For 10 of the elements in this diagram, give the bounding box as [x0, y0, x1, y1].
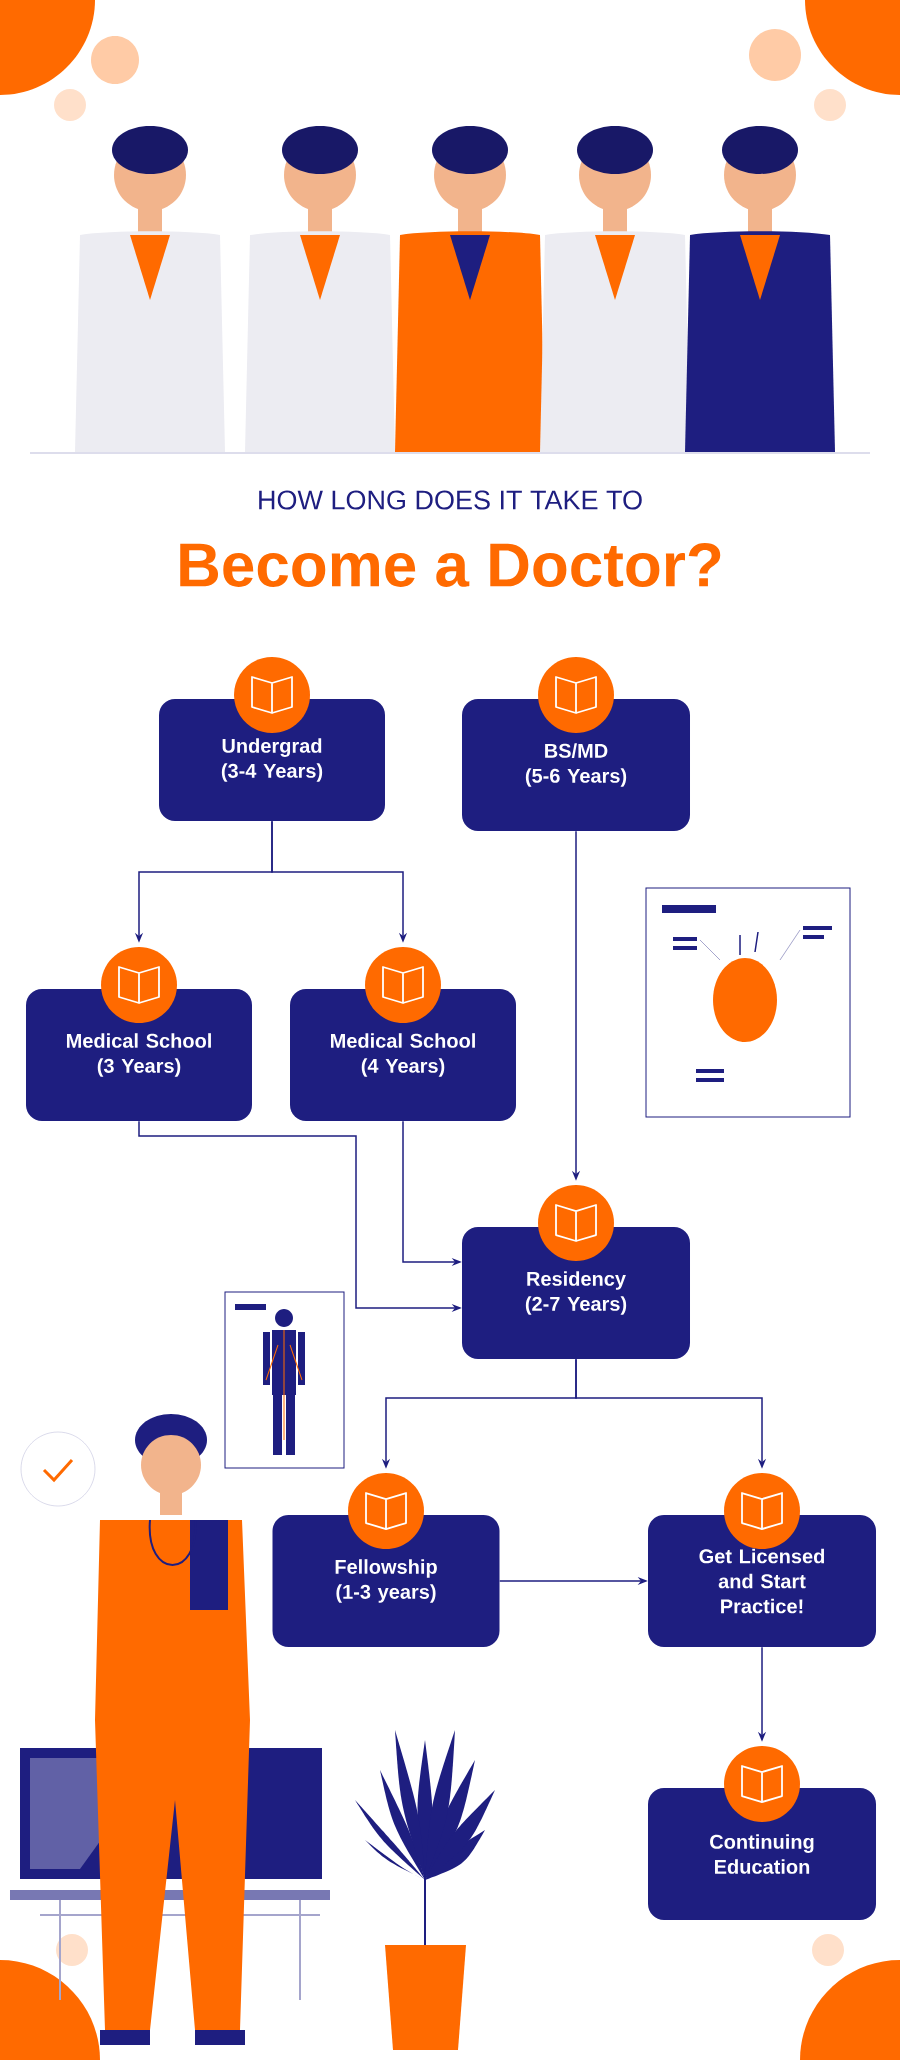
step-box: Residency (2-7 Years) — [462, 1227, 690, 1359]
step-box: Medical School (3 Years) — [26, 989, 252, 1121]
diagram-title: HOW LONG DOES IT TAKE TO — [259, 490, 642, 510]
step-box: BS/MD (5-6 Years) — [462, 699, 690, 831]
step-box: Continuing Education — [648, 1788, 876, 1920]
step-box: Fellowship (1-3 years) — [272, 1515, 500, 1647]
step-box: Get Licensed and Start Practice! — [648, 1515, 876, 1647]
label: Become a Doctor? — [180, 543, 721, 587]
step-box: Undergrad (3-4 Years) — [159, 699, 385, 821]
step-box: Medical School (4 Years) — [290, 989, 516, 1121]
